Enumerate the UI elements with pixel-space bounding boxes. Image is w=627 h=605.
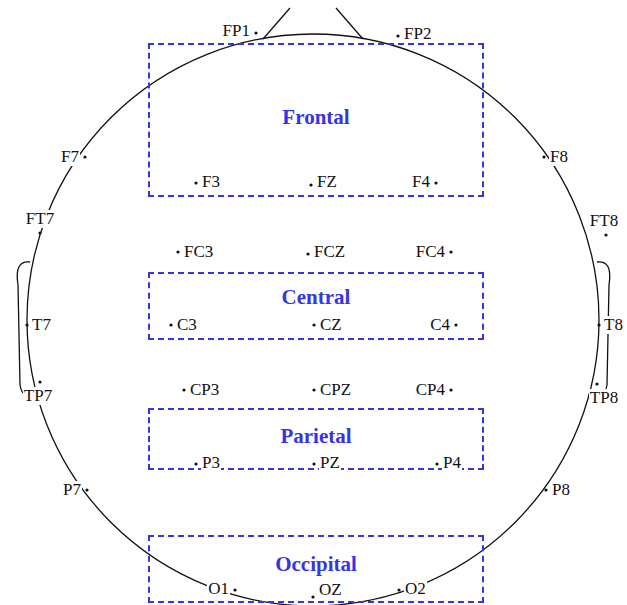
region-heading: Occipital xyxy=(274,553,358,576)
electrode-label: TP8 xyxy=(589,389,619,408)
electrode-label: OZ xyxy=(318,581,343,600)
region-heading: Parietal xyxy=(279,425,352,448)
electrode-label: TP7 xyxy=(23,387,53,406)
electrode-label: T8 xyxy=(603,316,624,335)
region-box: FP1FP2FrontalF3FZF4 xyxy=(148,43,484,197)
electrode-label: C3 xyxy=(176,316,198,335)
electrode-label: CP3 xyxy=(189,381,220,400)
region-box: OccipitalO1 OZ O2 xyxy=(148,535,484,603)
region-heading: Central xyxy=(281,286,352,309)
nose-line xyxy=(336,8,363,39)
electrode-label: FP1 xyxy=(222,22,251,41)
nose-line xyxy=(263,8,290,39)
electrode-label: P4 xyxy=(442,454,462,473)
electrode-label: P8 xyxy=(551,481,571,500)
electrode-label: C4 xyxy=(429,316,451,335)
electrode-label: T7 xyxy=(31,316,52,335)
electrode-label: F3 xyxy=(201,173,221,192)
electrode-label: CPZ xyxy=(319,381,352,400)
electrode-label: CP4 xyxy=(415,381,446,400)
electrode-label: FZ xyxy=(316,173,338,192)
electrode-label: P7 xyxy=(62,481,82,500)
electrode-label: P3 xyxy=(201,454,221,473)
electrode-label: FP2 xyxy=(403,25,432,44)
electrode-label: O1 xyxy=(207,580,230,599)
electrode-label: FT8 xyxy=(589,212,619,231)
electrode-label: F4 xyxy=(411,173,431,192)
electrode-dots xyxy=(25,31,607,598)
head-circle xyxy=(27,34,599,605)
electrode-label: FT7 xyxy=(25,210,55,229)
electrode-label: FC3 xyxy=(183,243,214,262)
region-heading: Frontal xyxy=(281,106,350,129)
region-box: ParietalP3 PZ P4 xyxy=(148,408,484,470)
electrode-label: F7 xyxy=(60,148,80,167)
electrode-label: O2 xyxy=(404,580,427,599)
electrode-label: CZ xyxy=(319,316,343,335)
electrode-label: FC4 xyxy=(415,243,446,262)
electrode-label: FCZ xyxy=(313,243,346,262)
electrode-label: F8 xyxy=(549,148,569,167)
region-box: CentralC3 CZ C4 xyxy=(148,272,484,340)
electrode-label: PZ xyxy=(319,454,341,473)
